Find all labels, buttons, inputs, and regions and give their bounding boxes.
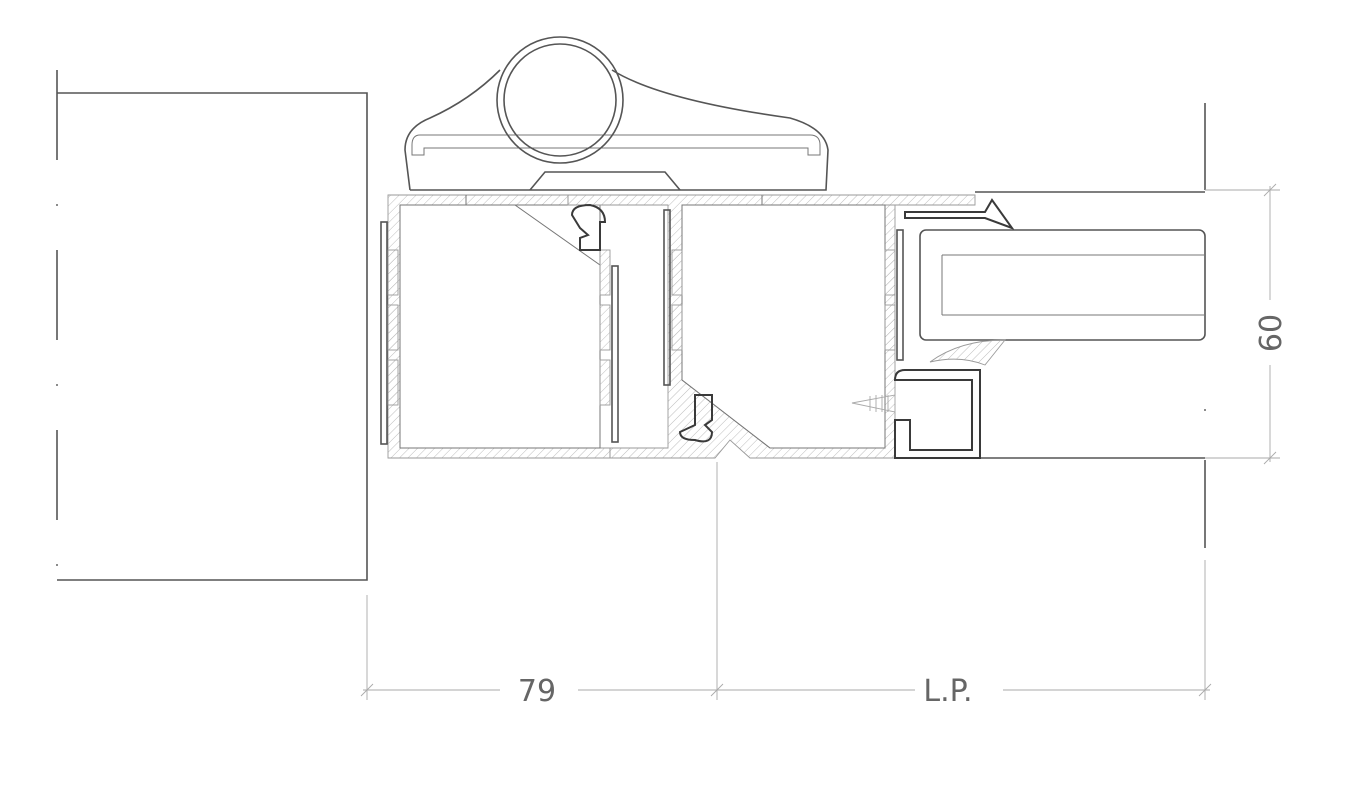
sash-profile [567, 194, 976, 459]
dimension-frame-width: 79 [518, 674, 556, 709]
dimension-profile-depth: 60 [1254, 314, 1289, 352]
screw-icon [851, 394, 896, 413]
gasket-lower [678, 394, 714, 443]
wall-block [56, 70, 368, 581]
hinge-handle [404, 36, 829, 191]
gasket-upper [570, 203, 607, 251]
vertical-dimension-line [1263, 183, 1277, 465]
extension-lines [366, 189, 1280, 700]
frame-profile-left [380, 194, 619, 459]
lower-bead [893, 339, 1006, 459]
glazing-unit [904, 191, 1206, 459]
right-wall [1204, 103, 1206, 548]
horizontal-dimension-line [360, 683, 1212, 697]
dimension-light-passage: L.P. [923, 674, 972, 709]
